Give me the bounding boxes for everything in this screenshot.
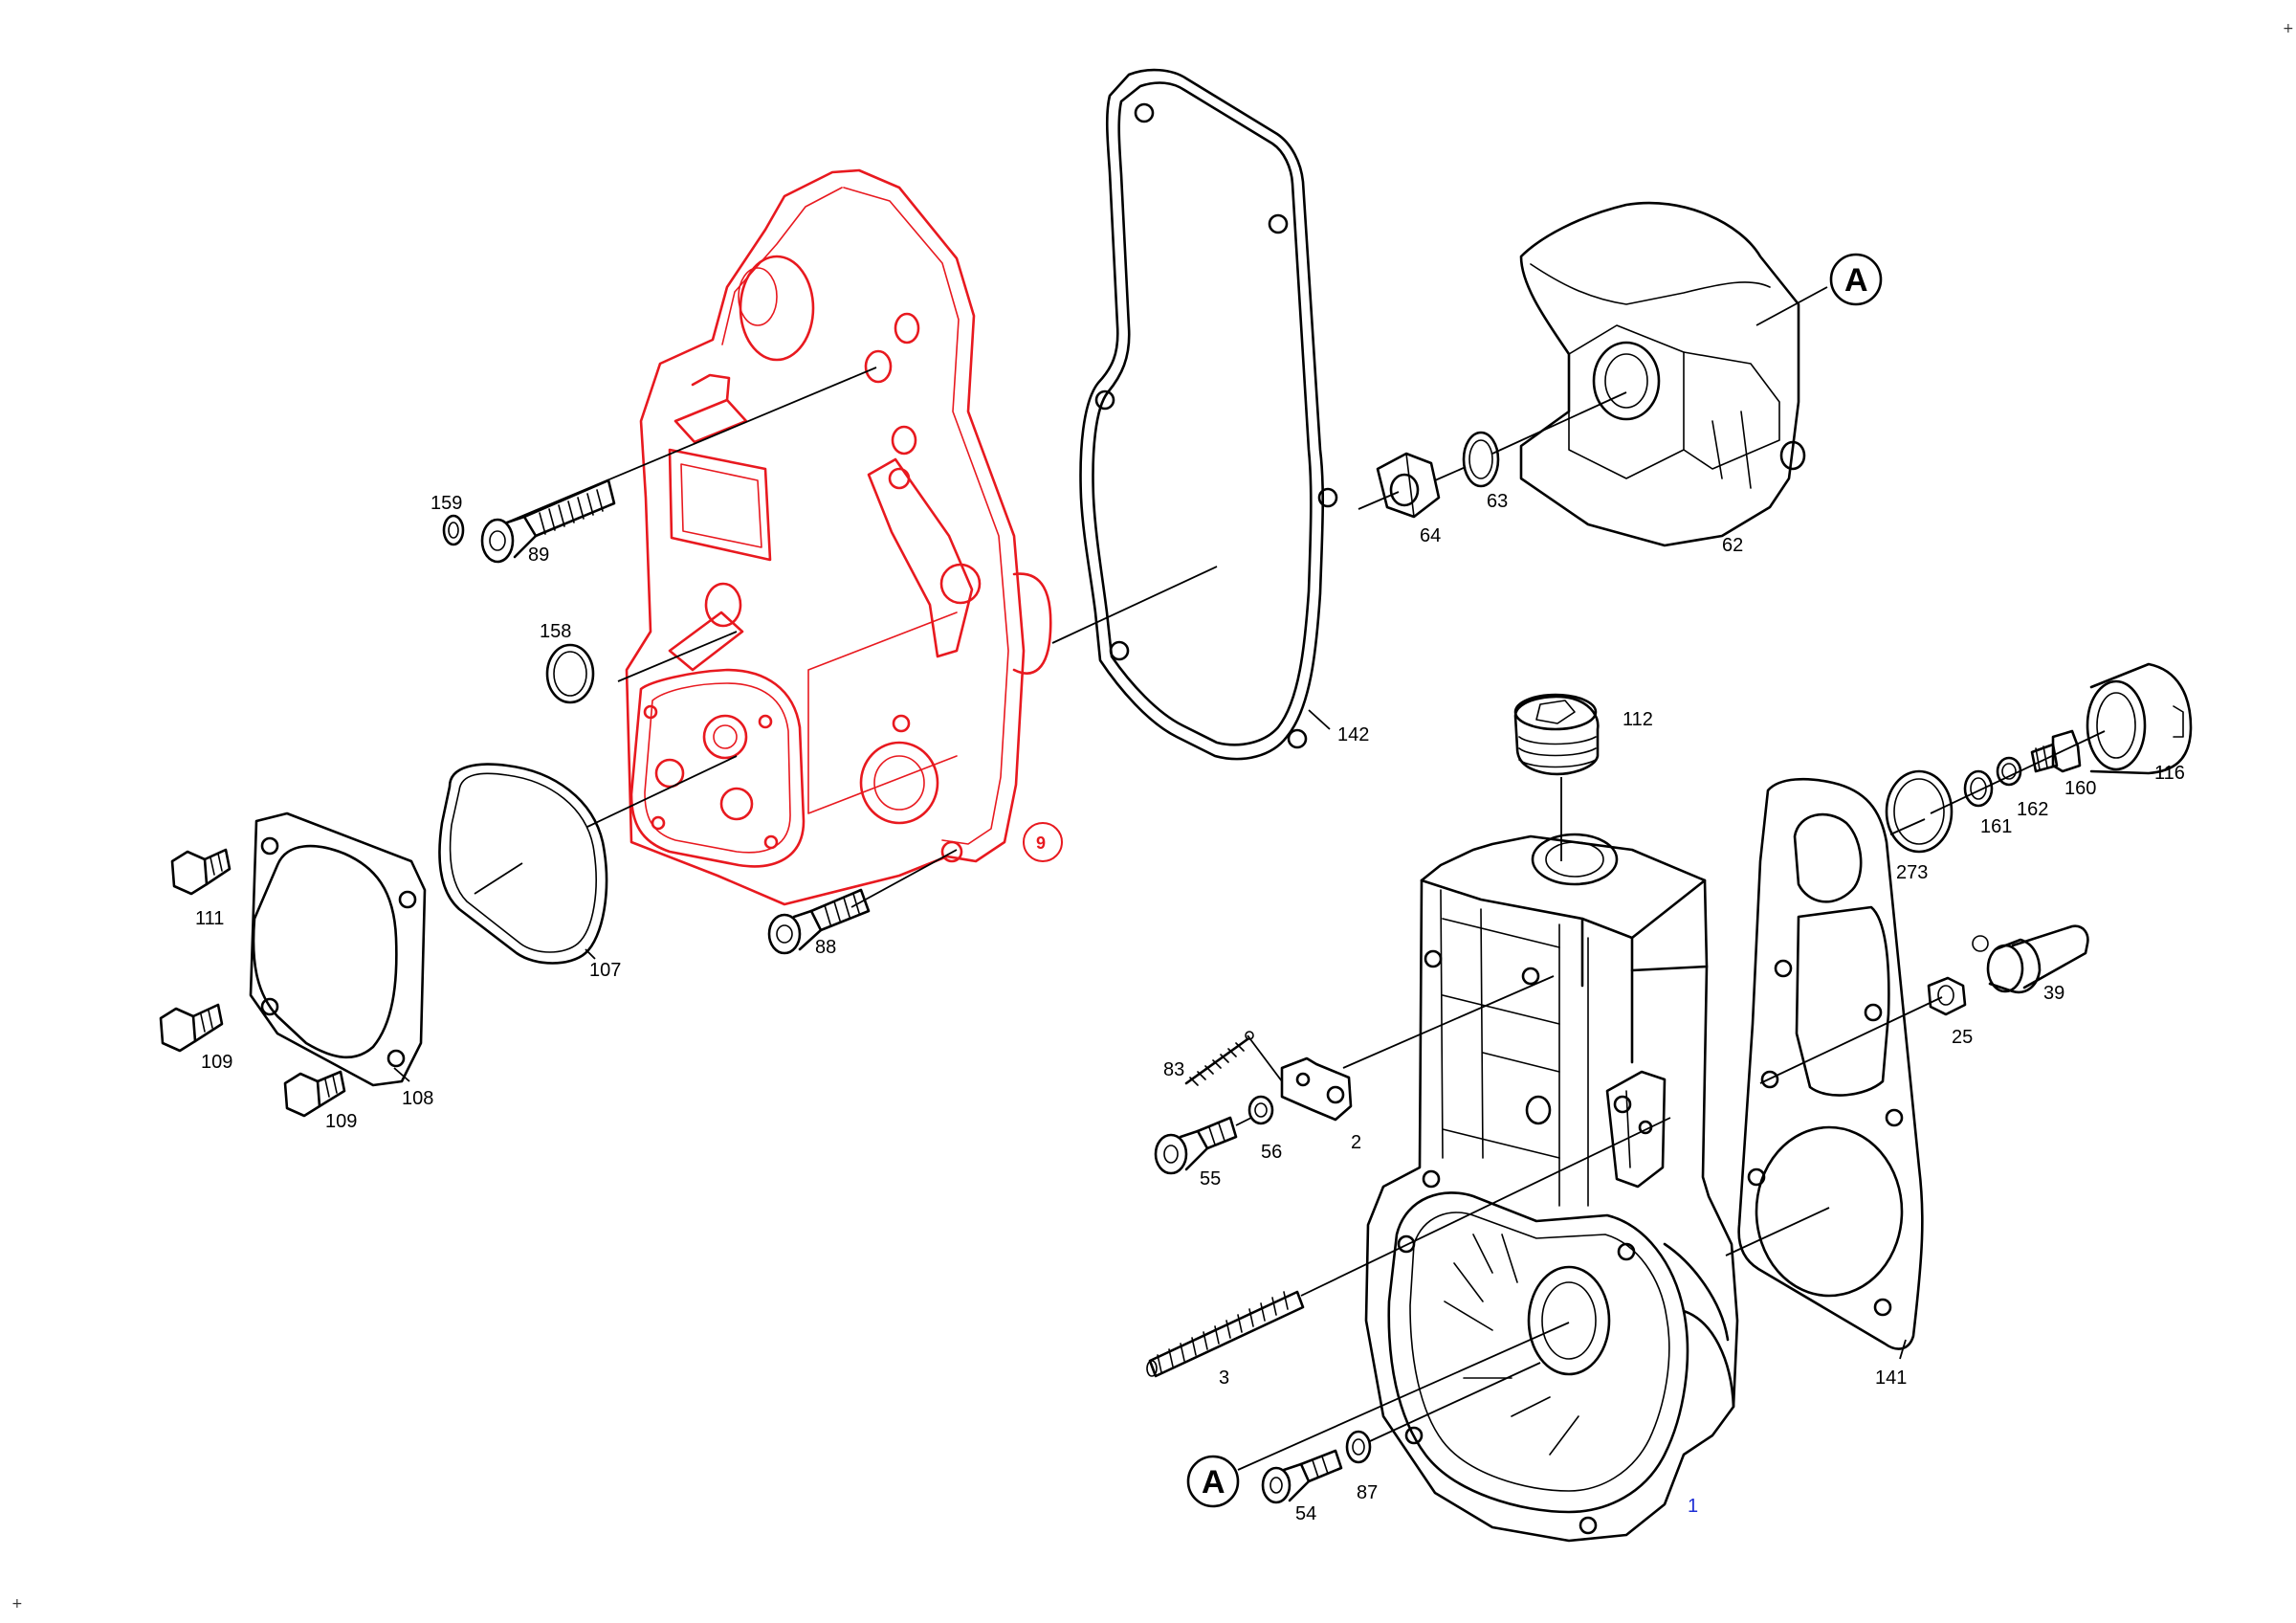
washer-63[interactable] <box>1462 431 1500 488</box>
reference-a-top[interactable]: A <box>1829 253 1883 306</box>
callout-141: 141 <box>1875 1367 1907 1389</box>
cover-108[interactable] <box>249 812 427 1087</box>
callout-108: 108 <box>402 1088 433 1109</box>
corner-mark-top-right: + <box>2283 21 2294 36</box>
callout-2: 2 <box>1351 1132 1361 1153</box>
nut-64[interactable] <box>1376 452 1441 519</box>
callout-1: 1 <box>1688 1496 1698 1517</box>
callout-9: 9 <box>1036 834 1046 853</box>
bolt-55[interactable] <box>1154 1116 1238 1175</box>
bracket-62[interactable] <box>1519 201 1806 547</box>
gasket-141[interactable] <box>1737 777 1924 1350</box>
callout-112: 112 <box>1623 709 1653 730</box>
stud-3[interactable] <box>1146 1290 1305 1378</box>
callout-159: 159 <box>430 493 462 514</box>
callout-83: 83 <box>1163 1059 1184 1080</box>
svg-text:A: A <box>1202 1464 1225 1501</box>
spring-83[interactable] <box>1184 1031 1254 1086</box>
callout-160: 160 <box>2064 778 2096 799</box>
bolt-109-b[interactable] <box>283 1070 346 1118</box>
pump-housing-9[interactable] <box>625 168 1052 906</box>
washer-87[interactable] <box>1345 1430 1372 1464</box>
ring-158[interactable] <box>545 643 595 704</box>
reference-a-bottom[interactable]: A <box>1186 1455 1240 1508</box>
callout-109-b: 109 <box>325 1111 357 1132</box>
connector-39[interactable] <box>1972 924 2089 994</box>
corner-mark-bottom-left: + <box>11 1596 23 1612</box>
callout-162: 162 <box>2017 799 2048 820</box>
callout-25: 25 <box>1952 1027 1973 1048</box>
washer-159[interactable] <box>442 514 465 546</box>
callout-63: 63 <box>1487 491 1508 512</box>
callout-56: 56 <box>1261 1142 1282 1163</box>
callout-161: 161 <box>1980 816 2012 837</box>
cap-116[interactable] <box>2086 662 2193 775</box>
svg-text:A: A <box>1844 262 1868 299</box>
bolt-89[interactable] <box>480 478 616 564</box>
callout-158: 158 <box>540 621 571 642</box>
gasket-107[interactable] <box>438 763 608 965</box>
callout-273: 273 <box>1896 862 1928 883</box>
bolt-54[interactable] <box>1261 1449 1343 1504</box>
nut-25[interactable] <box>1927 976 1967 1016</box>
callout-9-circle <box>1023 822 1063 862</box>
callout-39: 39 <box>2043 983 2064 1004</box>
callout-62: 62 <box>1722 535 1743 556</box>
callout-142: 142 <box>1337 724 1369 745</box>
callout-111: 111 <box>195 908 224 929</box>
callout-88: 88 <box>815 937 836 958</box>
callout-64: 64 <box>1420 525 1441 546</box>
bolt-109-a[interactable] <box>159 1003 224 1053</box>
callout-109-a: 109 <box>201 1052 232 1073</box>
fitting-160[interactable] <box>2030 729 2082 773</box>
callout-54: 54 <box>1295 1503 1316 1524</box>
callout-3: 3 <box>1219 1367 1229 1389</box>
callout-107: 107 <box>589 960 621 981</box>
callout-87: 87 <box>1357 1482 1378 1503</box>
main-body-1[interactable] <box>1364 833 1739 1543</box>
callout-116: 116 <box>2154 763 2185 784</box>
gasket-142[interactable] <box>1079 68 1338 761</box>
callout-89: 89 <box>528 545 549 566</box>
bracket-2[interactable] <box>1280 1056 1353 1122</box>
washer-56[interactable] <box>1247 1095 1274 1125</box>
plug-112[interactable] <box>1513 693 1600 776</box>
callout-55: 55 <box>1200 1168 1221 1189</box>
ring-273[interactable] <box>1885 769 1954 854</box>
bolt-111[interactable] <box>170 848 232 896</box>
ring-161[interactable] <box>1963 769 1994 808</box>
bolt-88[interactable] <box>767 888 871 955</box>
